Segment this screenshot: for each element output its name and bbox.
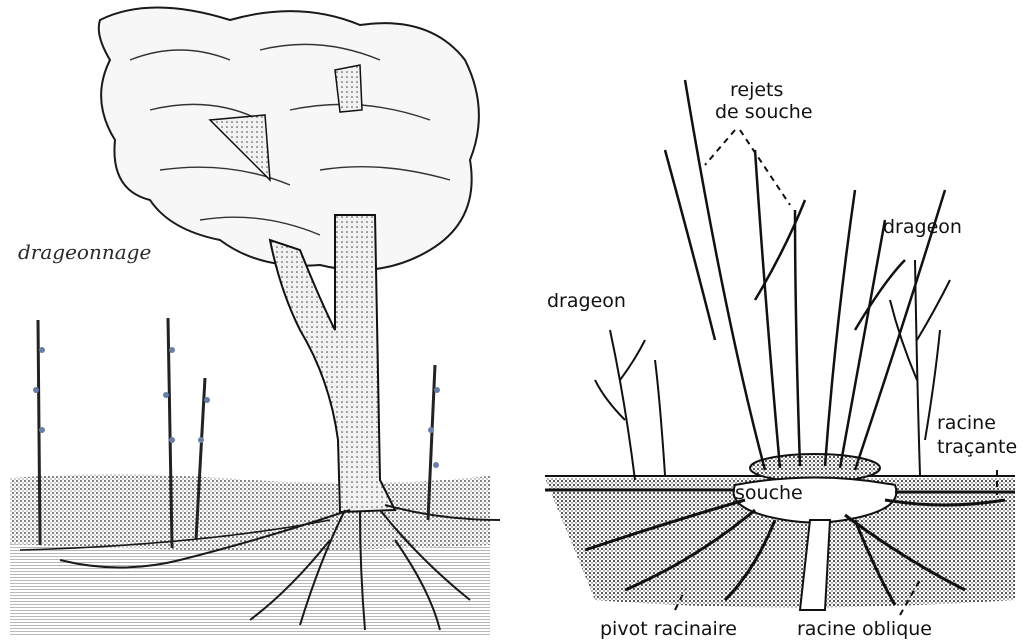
label-de-souche: de souche: [715, 101, 813, 123]
label-racine-oblique: racine oblique: [797, 618, 932, 640]
left-sucker: [595, 330, 665, 480]
sucker-1: [38, 320, 40, 545]
label-drageon-right: drageon: [883, 216, 962, 238]
label-racine: racine: [937, 412, 996, 434]
label-pivot-racinaire: pivot racinaire: [600, 618, 737, 640]
stump-shoots: [665, 80, 945, 470]
label-tracante: traçante: [937, 436, 1017, 458]
drageonnage-drawing: [0, 0, 520, 642]
branch-top: [335, 65, 362, 112]
label-rejets: rejets: [730, 79, 783, 101]
label-souche: souche: [735, 482, 803, 504]
canopy: [99, 8, 479, 271]
stump-diagram: rejets de souche drageon drageon racine …: [525, 0, 1033, 642]
drageonnage-caption: drageonnage: [18, 240, 151, 264]
drageonnage-illustration: drageonnage: [0, 0, 520, 642]
label-drageon-left: drageon: [547, 290, 626, 312]
